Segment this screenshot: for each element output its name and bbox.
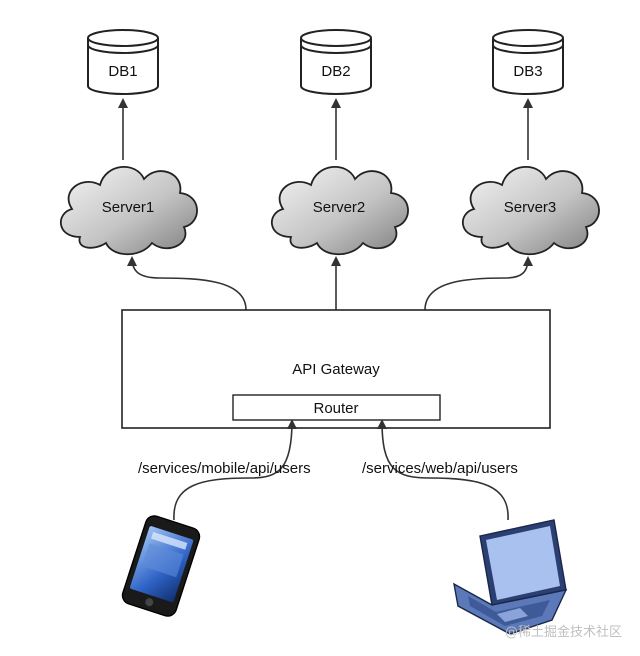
router-box [232, 394, 441, 421]
arrow-gateway-server1 [127, 256, 247, 311]
db-label: DB3 [513, 63, 542, 80]
router-label: Router [313, 400, 358, 417]
server-label: Server2 [313, 199, 366, 216]
laptop-icon [453, 519, 568, 635]
api-gateway-label: API Gateway [292, 361, 380, 378]
arrow-gateway-server3 [424, 256, 533, 311]
database-db3: DB3 [492, 29, 564, 95]
server-cloud-server3: Server3 [461, 165, 600, 256]
server-label: Server1 [102, 199, 155, 216]
smartphone-icon [121, 515, 201, 617]
database-db1: DB1 [87, 29, 159, 95]
route-label-mobile: /services/mobile/api/users [138, 460, 311, 477]
arrow-web-router [377, 419, 509, 521]
route-label-web: /services/web/api/users [362, 460, 518, 477]
server-cloud-server2: Server2 [270, 165, 409, 256]
database-db2: DB2 [300, 29, 372, 95]
server-cloud-server1: Server1 [59, 165, 198, 256]
server-label: Server3 [504, 199, 557, 216]
db-label: DB2 [321, 63, 350, 80]
arrow-mobile-router [173, 419, 297, 521]
db-label: DB1 [108, 63, 137, 80]
watermark-text: @稀土掘金技术社区 [505, 624, 622, 640]
